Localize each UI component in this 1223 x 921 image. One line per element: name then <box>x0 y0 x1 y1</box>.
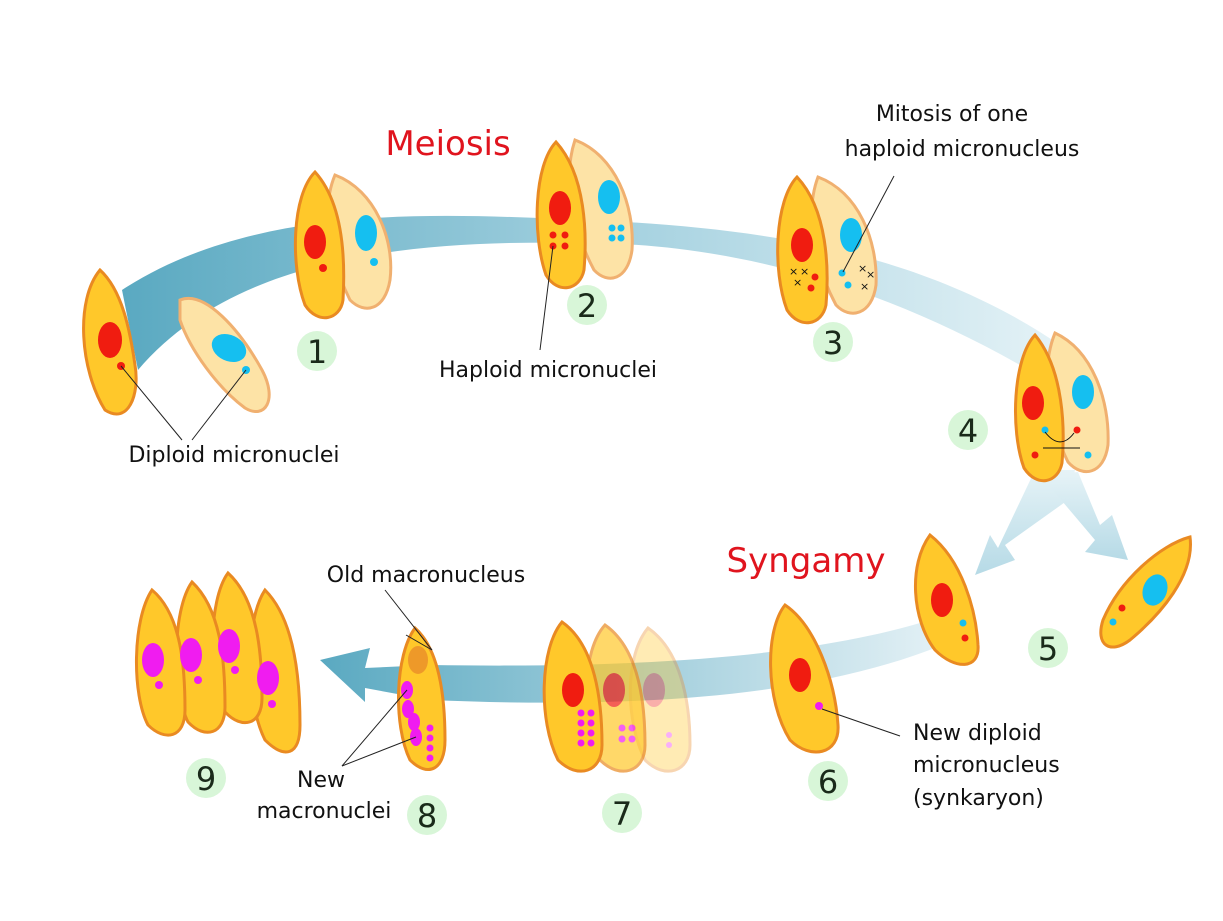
stage-badge-4 <box>948 410 988 450</box>
cell-pair-stage-4 <box>1014 330 1110 483</box>
cell-stage-5-right <box>1099 535 1192 649</box>
stage-number-2: 2 <box>577 287 597 325</box>
svg-text:×: × <box>800 265 809 278</box>
cells-stage-7 <box>542 619 692 773</box>
stage-badge-3 <box>813 322 853 362</box>
stage-number-1: 1 <box>307 333 327 371</box>
cell-stage-5-left <box>914 532 980 666</box>
stage-badge-1 <box>297 331 337 371</box>
label-diploid-micronuclei: Diploid micronuclei <box>128 443 339 468</box>
svg-text:×: × <box>866 268 875 281</box>
cell-stage-6 <box>769 602 840 754</box>
stage-number-9: 9 <box>196 760 216 798</box>
stage-badge-8 <box>407 795 447 835</box>
stage-number-3: 3 <box>823 324 843 362</box>
haploid-micronuclei-cyan <box>608 224 625 242</box>
label-synkaryon-line2: micronucleus <box>913 753 1060 778</box>
stage-number-4: 4 <box>958 412 978 450</box>
label-old-macronucleus: Old macronucleus <box>327 563 525 588</box>
stage-number-5: 5 <box>1038 630 1058 668</box>
stage-badge-6 <box>808 761 848 801</box>
leader-lines <box>120 175 901 767</box>
svg-text:×: × <box>789 265 798 278</box>
cell-pair-stage-3: ××× ××× <box>776 174 878 325</box>
syngamy-title: Syngamy <box>727 541 886 581</box>
label-mitosis-line2: haploid micronucleus <box>845 137 1080 162</box>
stage-badges: 1 2 3 4 5 6 7 8 9 <box>186 285 1068 835</box>
cell-pair-stage-2 <box>535 138 634 290</box>
label-new-line1: New <box>297 768 345 793</box>
cell-pair-initial <box>82 267 271 416</box>
meiosis-title: Meiosis <box>385 124 510 164</box>
cells-stage-9 <box>134 570 302 754</box>
fork-arrows <box>975 470 1128 575</box>
label-new-macronuclei-line2: macronuclei <box>257 799 392 824</box>
svg-text:×: × <box>793 276 802 289</box>
cell-stage-8 <box>397 625 447 771</box>
label-synkaryon-line1: New diploid <box>913 721 1042 746</box>
svg-text:×: × <box>860 280 869 293</box>
stage-badge-2 <box>567 285 607 325</box>
haploid-micronuclei-red <box>549 231 569 250</box>
new-micronuclei-stage-7 <box>577 709 595 747</box>
label-haploid-micronuclei: Haploid micronuclei <box>439 358 657 383</box>
stage-badge-7 <box>602 793 642 833</box>
stage-number-7: 7 <box>612 795 632 833</box>
label-mitosis-line1: Mitosis of one <box>876 102 1028 127</box>
stage-number-8: 8 <box>417 797 437 835</box>
svg-text:×: × <box>858 262 867 275</box>
stage-badge-5 <box>1028 628 1068 668</box>
stage-number-6: 6 <box>818 763 838 801</box>
cell-pair-stage-1 <box>293 169 393 320</box>
label-synkaryon-line3: (synkaryon) <box>913 786 1044 811</box>
stage-badge-9 <box>186 758 226 798</box>
